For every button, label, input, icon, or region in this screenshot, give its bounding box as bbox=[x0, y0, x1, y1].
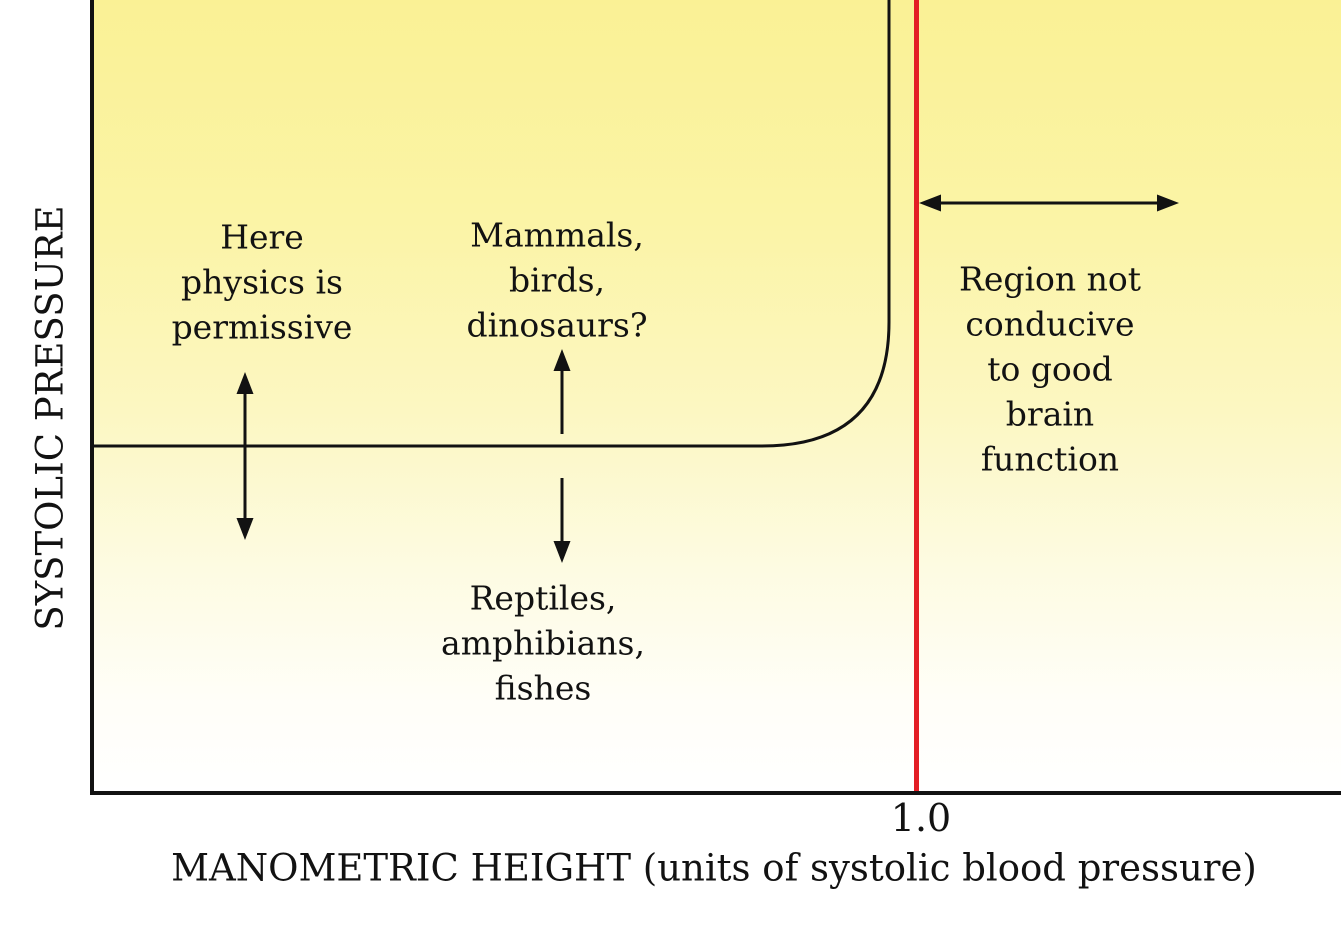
double-vertical-arrow-icon bbox=[236, 372, 254, 540]
annotation-reptiles-amphibians-fishes: Reptiles, amphibians, fishes bbox=[441, 578, 645, 708]
annotation-region-not-conducive: Region not conducive to good brain funct… bbox=[958, 259, 1142, 479]
up-arrow-icon bbox=[553, 349, 571, 434]
x-tick-1.0: 1.0 bbox=[890, 796, 952, 840]
annotation-here-physics-permissive: Here physics is permissive bbox=[171, 217, 353, 347]
annotation-mammals-birds-dinosaurs: Mammals, birds, dinosaurs? bbox=[466, 215, 648, 345]
double-horizontal-arrow-icon bbox=[919, 194, 1179, 212]
plot-gradient-background bbox=[94, 0, 1341, 791]
x-axis-title: MANOMETRIC HEIGHT (units of systolic blo… bbox=[171, 846, 1257, 890]
down-arrow-icon bbox=[553, 478, 571, 563]
boundary-curve bbox=[94, 0, 891, 448]
y-axis-title: SYSTOLIC PRESSURE bbox=[28, 205, 72, 631]
